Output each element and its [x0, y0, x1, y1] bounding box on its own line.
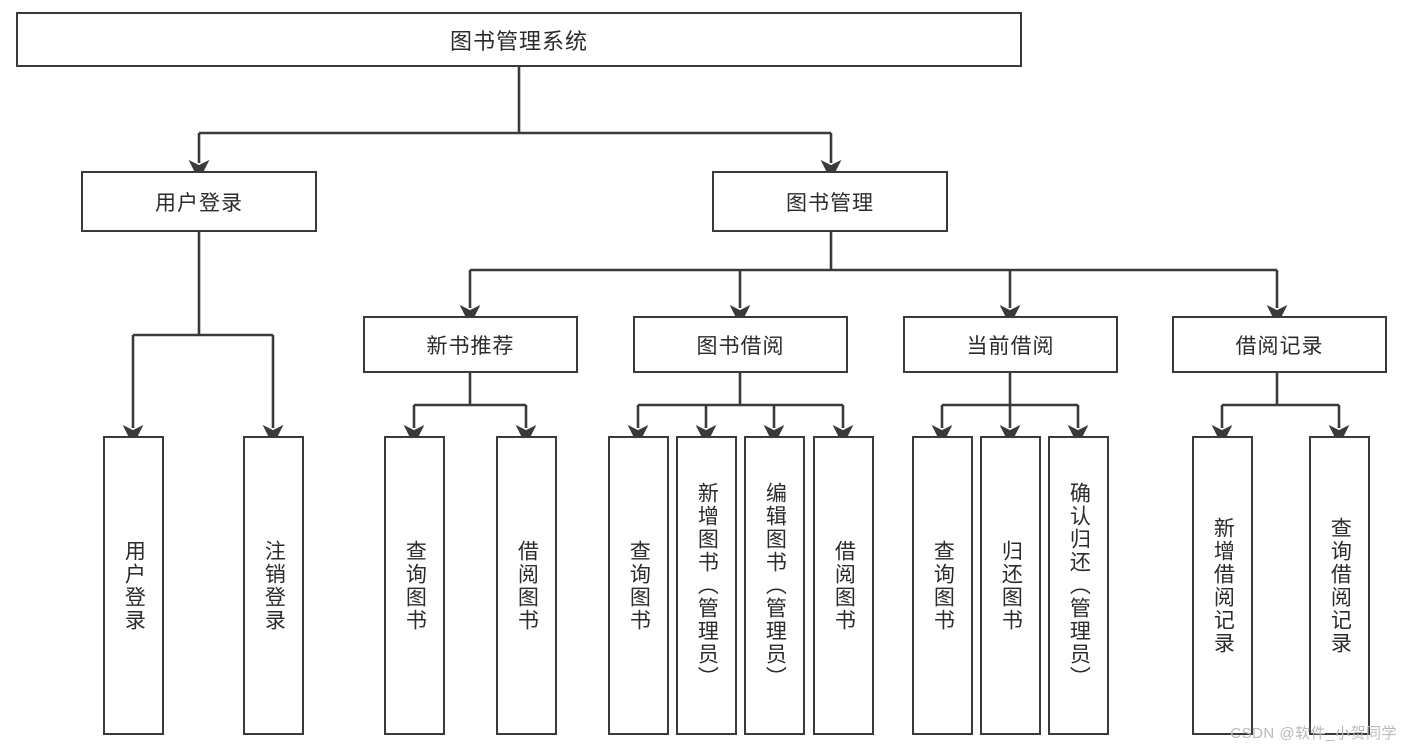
node-label: 图书借阅: [696, 334, 785, 358]
node-leaf-add-record[interactable]: 新增借阅记录: [1192, 436, 1253, 735]
watermark-text: CSDN @软件_小贺同学: [1230, 725, 1397, 742]
node-label: 图书管理: [786, 191, 874, 215]
node-label: 借阅图书: [832, 539, 856, 632]
node-leaf-query-book-2[interactable]: 查询图书: [608, 436, 669, 735]
node-label: 用户登录: [155, 191, 243, 215]
node-current-borrow[interactable]: 当前借阅: [903, 316, 1118, 373]
node-label: 归还图书: [999, 539, 1023, 632]
node-leaf-confirm-return[interactable]: 确认归还（管理员）: [1048, 436, 1109, 735]
node-label: 查询图书: [627, 539, 651, 632]
node-leaf-user-login[interactable]: 用户登录: [103, 436, 164, 735]
node-leaf-query-book-1[interactable]: 查询图书: [384, 436, 445, 735]
node-leaf-logout-login[interactable]: 注销登录: [243, 436, 304, 735]
node-label: 新增图书（管理员）: [695, 482, 719, 689]
node-label: 编辑图书（管理员）: [763, 482, 787, 689]
node-leaf-add-book[interactable]: 新增图书（管理员）: [676, 436, 737, 735]
node-root[interactable]: 图书管理系统: [16, 12, 1022, 67]
node-leaf-query-record[interactable]: 查询借阅记录: [1309, 436, 1370, 735]
node-leaf-query-book-3[interactable]: 查询图书: [912, 436, 973, 735]
node-label: 确认归还（管理员）: [1067, 482, 1091, 689]
node-label: 借阅记录: [1235, 334, 1324, 358]
node-book-borrow[interactable]: 图书借阅: [633, 316, 848, 373]
node-label: 当前借阅: [966, 334, 1055, 358]
node-label: 注销登录: [262, 539, 286, 632]
node-leaf-borrow-book-1[interactable]: 借阅图书: [496, 436, 557, 735]
node-leaf-edit-book[interactable]: 编辑图书（管理员）: [744, 436, 805, 735]
node-leaf-return-book[interactable]: 归还图书: [980, 436, 1041, 735]
node-label: 查询借阅记录: [1328, 516, 1352, 655]
node-user-login[interactable]: 用户登录: [81, 171, 317, 232]
node-book-manage[interactable]: 图书管理: [712, 171, 948, 232]
node-label: 图书管理系统: [449, 28, 588, 54]
node-borrow-record[interactable]: 借阅记录: [1172, 316, 1387, 373]
node-label: 查询图书: [403, 539, 427, 632]
node-leaf-borrow-book-2[interactable]: 借阅图书: [813, 436, 874, 735]
node-label: 用户登录: [122, 539, 146, 632]
node-label: 查询图书: [931, 539, 955, 632]
node-label: 新增借阅记录: [1211, 516, 1235, 655]
node-label: 借阅图书: [515, 539, 539, 632]
node-label: 新书推荐: [426, 334, 515, 358]
node-new-book-rec[interactable]: 新书推荐: [363, 316, 578, 373]
